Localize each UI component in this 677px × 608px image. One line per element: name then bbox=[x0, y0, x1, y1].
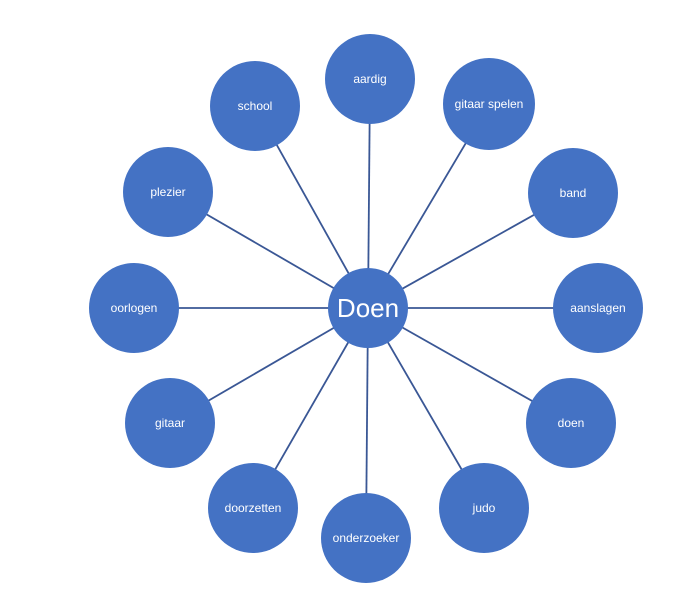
node-aanslagen[interactable]: aanslagen bbox=[553, 263, 643, 353]
satellite-nodes: aardig gitaar spelen band aanslagen doen… bbox=[89, 34, 643, 583]
node-onderzoeker[interactable]: onderzoeker bbox=[321, 493, 411, 583]
node-label-aanslagen: aanslagen bbox=[570, 301, 625, 315]
node-doen[interactable]: doen bbox=[526, 378, 616, 468]
node-circle-gitaar-spelen[interactable] bbox=[443, 58, 535, 150]
node-label-doen: doen bbox=[558, 416, 585, 430]
node-circle-plezier[interactable] bbox=[123, 147, 213, 237]
node-label-onderzoeker: onderzoeker bbox=[333, 531, 400, 545]
center-node-label: Doen bbox=[337, 293, 399, 323]
node-label-judo: judo bbox=[472, 501, 496, 515]
node-plezier[interactable]: plezier bbox=[123, 147, 213, 237]
node-circle-band[interactable] bbox=[528, 148, 618, 238]
node-circle-doen[interactable] bbox=[526, 378, 616, 468]
node-label-plezier: plezier bbox=[150, 185, 185, 199]
node-circle-onderzoeker[interactable] bbox=[321, 493, 411, 583]
node-gitaar-spelen[interactable]: gitaar spelen bbox=[443, 58, 535, 150]
center-node[interactable]: Doen bbox=[328, 268, 408, 348]
node-circle-doorzetten[interactable] bbox=[208, 463, 298, 553]
node-circle-judo[interactable] bbox=[439, 463, 529, 553]
node-circle-aanslagen[interactable] bbox=[553, 263, 643, 353]
node-label-gitaar-spelen: gitaar spelen bbox=[455, 97, 524, 111]
node-label-gitaar: gitaar bbox=[155, 416, 185, 430]
node-label-school: school bbox=[238, 99, 273, 113]
node-school[interactable]: school bbox=[210, 61, 300, 151]
node-label-band: band bbox=[560, 186, 587, 200]
center-node-circle[interactable] bbox=[328, 268, 408, 348]
node-doorzetten[interactable]: doorzetten bbox=[208, 463, 298, 553]
node-label-aardig: aardig bbox=[353, 72, 386, 86]
node-circle-aardig[interactable] bbox=[325, 34, 415, 124]
node-judo[interactable]: judo bbox=[439, 463, 529, 553]
node-aardig[interactable]: aardig bbox=[325, 34, 415, 124]
node-band[interactable]: band bbox=[528, 148, 618, 238]
node-label-doorzetten: doorzetten bbox=[225, 501, 282, 515]
node-circle-oorlogen[interactable] bbox=[89, 263, 179, 353]
node-gitaar[interactable]: gitaar bbox=[125, 378, 215, 468]
node-oorlogen[interactable]: oorlogen bbox=[89, 263, 179, 353]
node-circle-gitaar[interactable] bbox=[125, 378, 215, 468]
node-circle-school[interactable] bbox=[210, 61, 300, 151]
node-label-oorlogen: oorlogen bbox=[111, 301, 158, 315]
